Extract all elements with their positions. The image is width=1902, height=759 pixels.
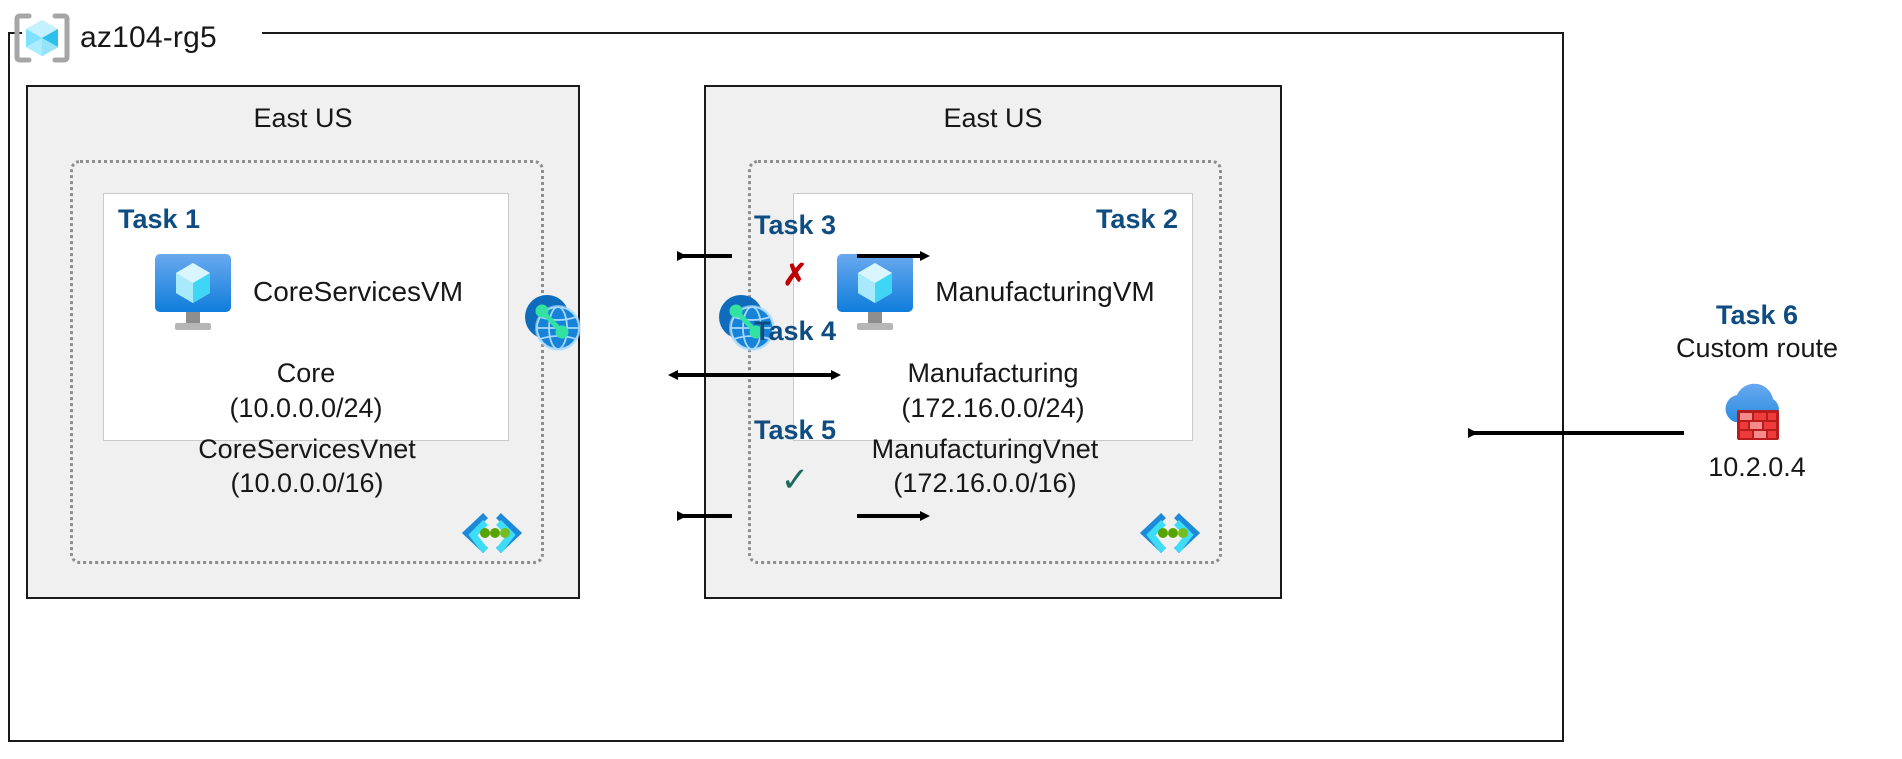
subnet-box-manufacturing: Task 2 [793, 193, 1193, 441]
resource-group-name: az104-rg5 [80, 21, 217, 54]
vnet-box-manufacturing: Task 2 [748, 160, 1222, 564]
region-label-left: East US [253, 103, 353, 133]
task-label-2: Task 2 [1095, 204, 1178, 234]
vnet-peering-icon [710, 285, 784, 359]
subnet-name-core: Core [276, 357, 336, 388]
subnet-name-manufacturing: Manufacturing [907, 357, 1079, 388]
virtual-network-icon [1139, 513, 1201, 553]
connector-arrow-task4 [668, 370, 841, 380]
firewall-ip-label: 10.2.0.4 [1708, 452, 1806, 482]
connector-mark-task3-cross: ✗ [782, 259, 808, 292]
region-label-right: East US [943, 103, 1043, 133]
vm-row-left: CoreServicesVM [104, 250, 508, 334]
vm-row-right: ManufacturingVM [794, 250, 1192, 334]
connector-arrow-task3 [677, 251, 930, 261]
vm-name-manufacturing: ManufacturingVM [935, 276, 1155, 307]
connector-label-task5: Task 5 [753, 415, 837, 445]
connector-mark-task5-check: ✓ [780, 461, 810, 499]
resource-group-frame [8, 32, 1564, 742]
connector-arrow-task6 [1468, 428, 1684, 438]
vnet-name-manufacturing: ManufacturingVnet [871, 433, 1099, 464]
resource-group-title-mask [22, 14, 262, 58]
vnet-cidr-coreservices: (10.0.0.0/16) [230, 468, 384, 499]
subnet-box-core: Task 1 [103, 193, 509, 441]
virtual-machine-icon [831, 250, 919, 334]
virtual-machine-icon [149, 250, 237, 334]
azure-resource-group-icon [14, 10, 70, 66]
task6-subtitle: Custom route [1675, 333, 1839, 363]
subnet-label-core: Core (10.0.0.0/24) [104, 356, 508, 426]
region-box-left: East US Task 1 [26, 85, 580, 599]
azure-firewall-icon [1711, 370, 1803, 448]
vnet-name-coreservices: CoreServicesVnet [198, 433, 416, 464]
vnet-label-coreservices: CoreServicesVnet (10.0.0.0/16) [73, 432, 541, 501]
vnet-box-coreservices: Task 1 [70, 160, 544, 564]
subnet-cidr-manufacturing: (172.16.0.0/24) [901, 392, 1085, 423]
task6-block: Task 6 Custom route [1612, 300, 1902, 483]
connector-arrow-task5 [677, 511, 930, 521]
connector-label-task4: Task 4 [753, 316, 837, 346]
region-box-right: East US Task 2 [704, 85, 1282, 599]
subnet-label-manufacturing: Manufacturing (172.16.0.0/24) [794, 356, 1192, 426]
task-label-1: Task 1 [118, 204, 201, 234]
connector-label-task3: Task 3 [753, 210, 837, 240]
resource-group-title: az104-rg5 [14, 10, 217, 66]
vm-name-coreservices: CoreServicesVM [252, 276, 464, 307]
vnet-peering-icon [516, 285, 590, 359]
vnet-label-manufacturing: ManufacturingVnet (172.16.0.0/16) [751, 432, 1219, 501]
subnet-cidr-core: (10.0.0.0/24) [229, 392, 383, 423]
virtual-network-icon [461, 513, 523, 553]
task-label-6: Task 6 [1715, 300, 1799, 330]
vnet-cidr-manufacturing: (172.16.0.0/16) [893, 468, 1077, 499]
